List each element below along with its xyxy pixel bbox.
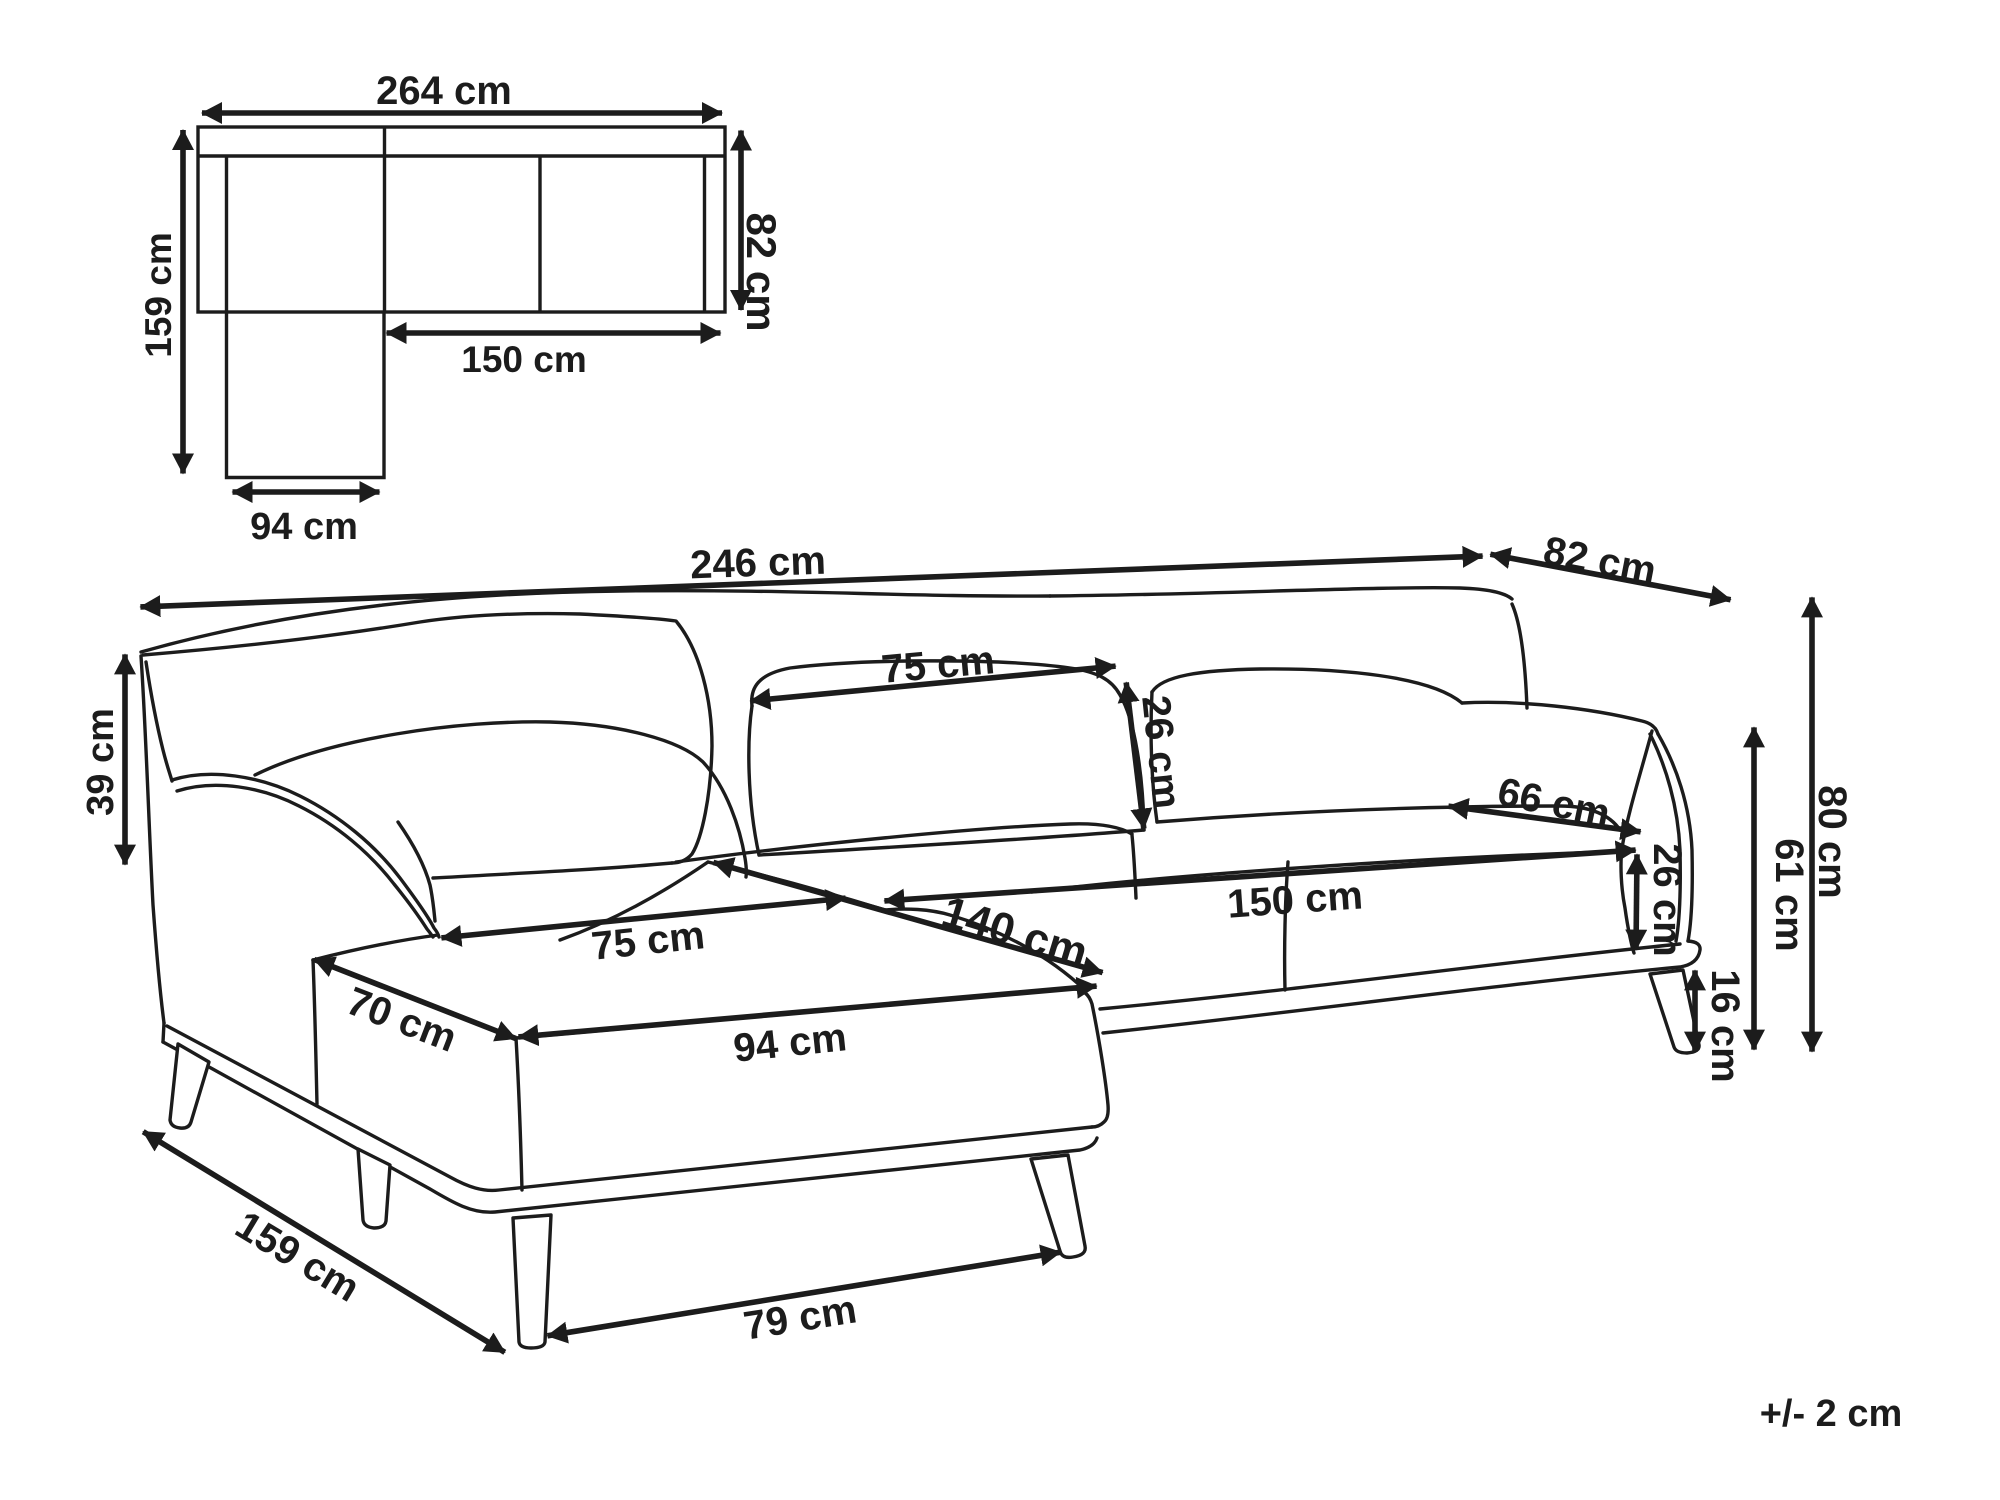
svg-text:82 cm: 82 cm (738, 212, 785, 331)
svg-text:66 cm: 66 cm (1494, 770, 1614, 837)
svg-text:264 cm: 264 cm (376, 69, 512, 113)
svg-text:61 cm: 61 cm (1767, 838, 1811, 951)
svg-text:150 cm: 150 cm (1226, 873, 1364, 926)
svg-text:16 cm: 16 cm (1703, 969, 1747, 1082)
svg-text:75 cm: 75 cm (880, 638, 997, 692)
svg-text:140 cm: 140 cm (936, 887, 1093, 977)
svg-text:26 cm: 26 cm (1645, 843, 1689, 956)
svg-text:+/- 2 cm: +/- 2 cm (1760, 1393, 1903, 1435)
svg-text:159 cm: 159 cm (138, 232, 179, 358)
svg-text:79 cm: 79 cm (741, 1287, 860, 1348)
svg-text:94 cm: 94 cm (731, 1015, 848, 1071)
svg-text:80 cm: 80 cm (1810, 785, 1854, 898)
svg-text:246 cm: 246 cm (689, 539, 826, 588)
svg-text:94 cm: 94 cm (250, 506, 358, 548)
svg-text:82 cm: 82 cm (1540, 529, 1660, 594)
svg-text:39 cm: 39 cm (80, 708, 122, 816)
svg-text:150 cm: 150 cm (461, 339, 587, 380)
